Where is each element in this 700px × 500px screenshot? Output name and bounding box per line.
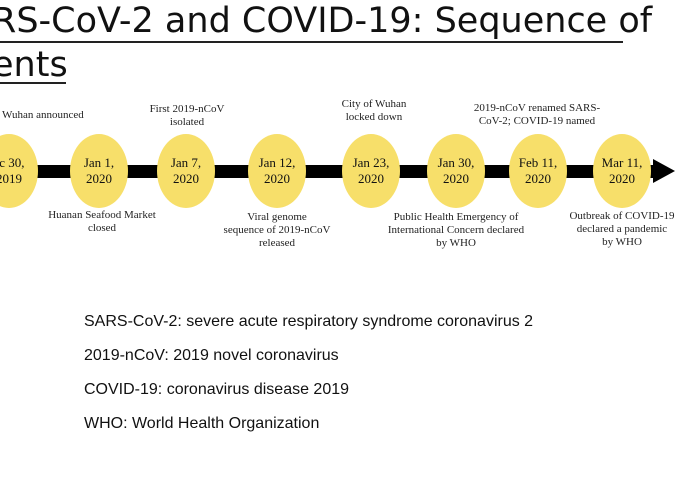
timeline-node: Feb 11, 2020 bbox=[509, 134, 567, 208]
title-underline bbox=[0, 41, 623, 43]
timeline-node: Jan 30, 2020 bbox=[427, 134, 485, 208]
node-year: 2020 bbox=[358, 171, 384, 186]
node-date: ec 30, bbox=[0, 155, 25, 170]
timeline-node: Jan 1, 2020 bbox=[70, 134, 128, 208]
node-date: Jan 1, bbox=[83, 155, 115, 170]
abbreviation-item: COVID-19: coronavirus disease 2019 bbox=[84, 381, 350, 398]
event-annotation: Viral genome sequence of 2019-nCoV relea… bbox=[223, 211, 331, 249]
node-year: 2020 bbox=[609, 171, 635, 186]
timeline-node: ec 30, 2019 bbox=[0, 134, 38, 208]
abbreviation-item: 2019-nCoV: 2019 novel coronavirus bbox=[84, 347, 339, 364]
timeline-node: Jan 23, 2020 bbox=[342, 134, 400, 208]
timeline-node: Jan 7, 2020 bbox=[157, 134, 215, 208]
abbreviation-list: SARS-CoV-2: severe acute respiratory syn… bbox=[84, 305, 684, 441]
slide-title-line-1: RS-CoV-2 and COVID-19: Sequence of bbox=[0, 1, 653, 41]
timeline-node: Mar 11, 2020 bbox=[593, 134, 651, 208]
node-date: Jan 12, bbox=[258, 155, 296, 170]
slide-title-line-2: ents bbox=[0, 45, 68, 85]
node-date: Jan 23, bbox=[352, 155, 390, 170]
node-year: 2020 bbox=[86, 171, 112, 186]
event-annotation: Wuhan announced bbox=[2, 109, 84, 121]
event-annotation: City of Wuhan locked down bbox=[341, 98, 407, 123]
event-annotation: Huanan Seafood Market closed bbox=[48, 209, 156, 234]
title-underline-2 bbox=[0, 82, 66, 84]
node-year: 2020 bbox=[443, 171, 469, 186]
timeline-arrow-icon bbox=[653, 159, 675, 183]
event-annotation: Outbreak of COVID-19 declared a pandemic… bbox=[569, 210, 675, 248]
abbreviation-item: SARS-CoV-2: severe acute respiratory syn… bbox=[84, 313, 534, 330]
node-date: Jan 30, bbox=[437, 155, 475, 170]
node-year: 2020 bbox=[525, 171, 551, 186]
node-year: 2020 bbox=[264, 171, 290, 186]
timeline-node: Jan 12, 2020 bbox=[248, 134, 306, 208]
node-date: Feb 11, bbox=[518, 155, 558, 170]
abbreviation-item: WHO: World Health Organization bbox=[84, 415, 320, 432]
node-year: 2019 bbox=[0, 171, 22, 186]
event-annotation: First 2019-nCoV isolated bbox=[149, 103, 225, 128]
node-date: Mar 11, bbox=[601, 155, 643, 170]
node-year: 2020 bbox=[173, 171, 199, 186]
node-date: Jan 7, bbox=[170, 155, 202, 170]
event-annotation: Public Health Emergency of International… bbox=[387, 211, 525, 249]
event-annotation: 2019-nCoV renamed SARS- CoV-2; COVID-19 … bbox=[473, 102, 601, 127]
